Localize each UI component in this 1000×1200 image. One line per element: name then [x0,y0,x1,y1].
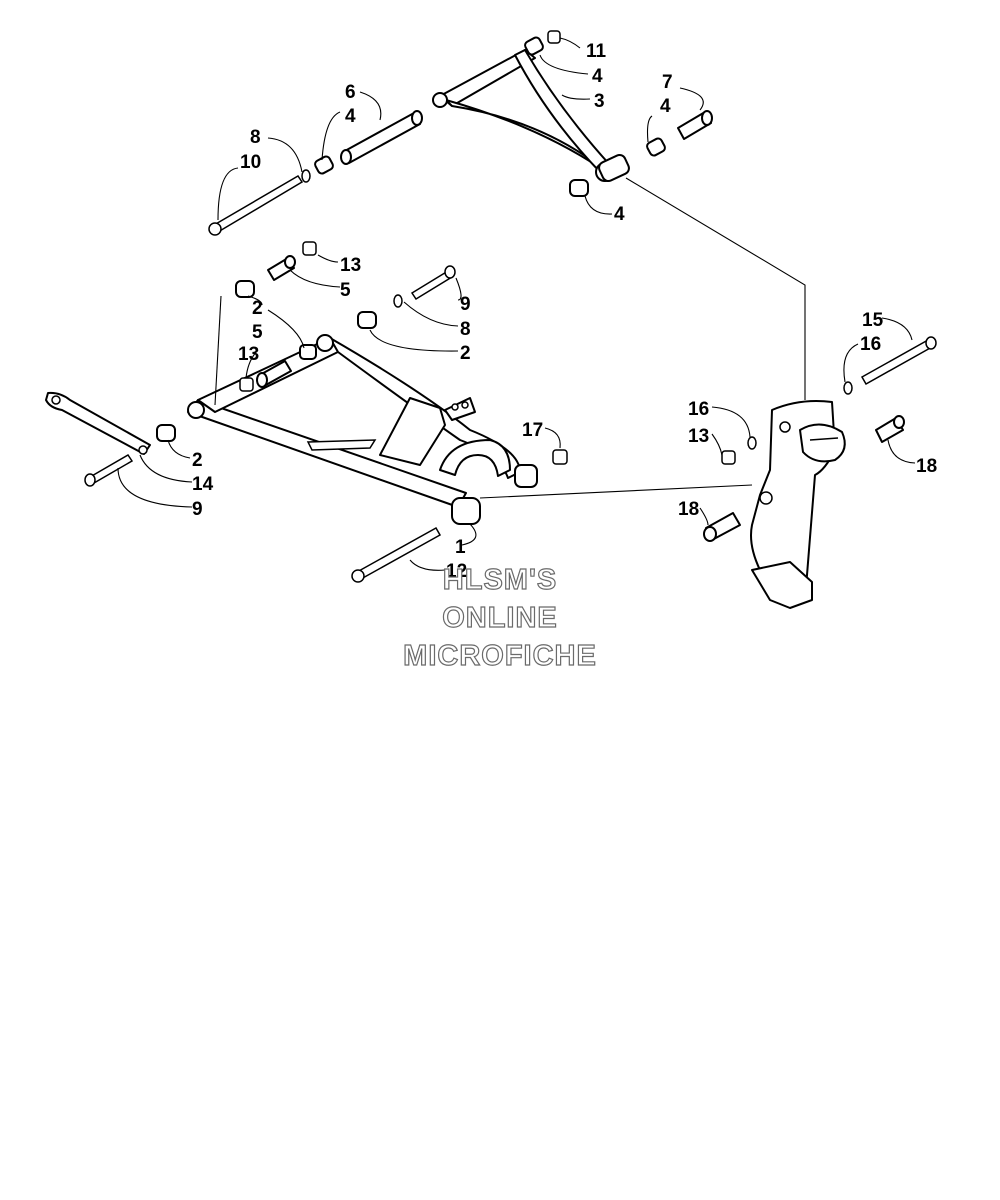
callout-2: 2 [192,450,203,471]
callout-2: 2 [460,343,471,364]
assembly-lines [214,177,806,499]
callout-2: 2 [252,298,263,319]
callout-3: 3 [594,91,605,112]
watermark-line-1: HLSM'S [443,564,557,596]
callout-5: 5 [340,280,351,301]
leader-lines [117,37,916,571]
callout-10: 10 [240,152,261,173]
callout-18: 18 [678,499,699,520]
callout-15: 15 [862,310,884,331]
upper-arm-hardware [208,30,713,236]
callout-4: 4 [345,106,356,127]
callout-8: 8 [250,127,261,148]
callout-12: 12 [446,561,467,582]
callout-1: 1 [455,537,466,558]
spindle-knuckle [703,336,937,609]
callout-17: 17 [522,420,543,441]
lower-a-arm [187,334,538,525]
callout-8: 8 [460,319,471,340]
watermark-line-2: ONLINE [442,602,558,634]
callout-14: 14 [192,474,214,495]
callout-18: 18 [916,456,937,477]
upper-a-arm [432,49,630,183]
callout-4: 4 [592,66,603,87]
callout-5: 5 [252,322,263,343]
callout-13: 13 [340,255,361,276]
watermark-line-3: MICROFICHE [403,640,597,672]
callout-16: 16 [860,334,881,355]
lower-arm-hardware [45,241,568,583]
callout-16: 16 [688,399,709,420]
callout-7: 7 [662,72,673,93]
callout-6: 6 [345,82,356,103]
callout-4: 4 [660,96,671,117]
watermark: HLSM'S ONLINE MICROFICHE [403,563,597,672]
callout-11: 11 [586,41,607,62]
callout-13: 13 [238,344,259,365]
callout-13: 13 [688,426,709,447]
callout-9: 9 [460,294,471,315]
callout-9: 9 [192,499,203,520]
callout-4: 4 [614,204,625,225]
callout-labels: 11 4 3 6 4 7 4 8 10 4 13 5 9 2 8 5 2 13 … [192,41,937,582]
